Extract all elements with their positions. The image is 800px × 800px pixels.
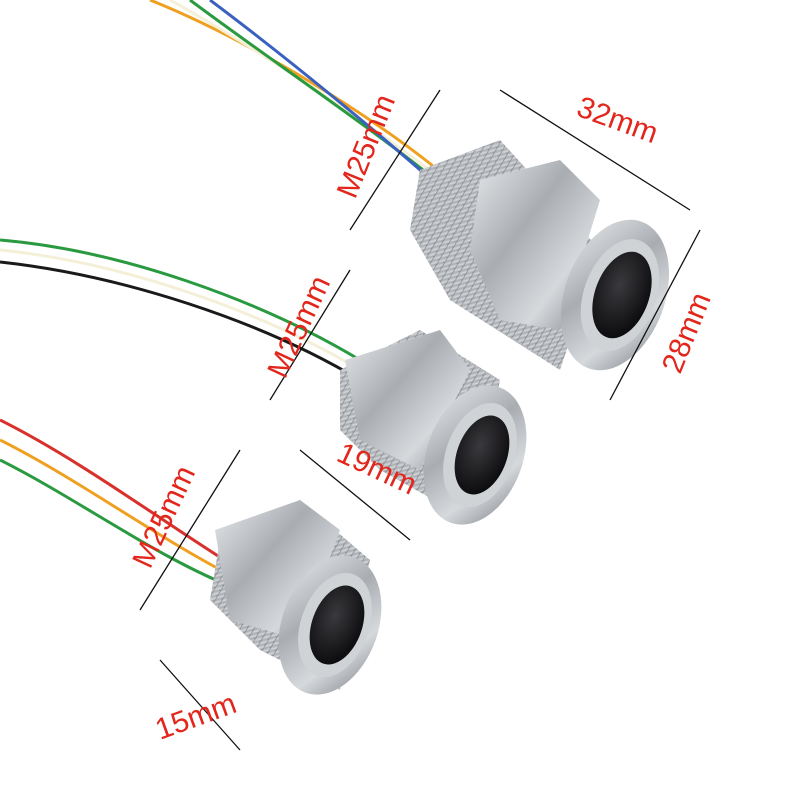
small-thread-label: M25mm — [126, 461, 202, 573]
large-length-label: 32mm — [573, 91, 663, 151]
dimension-lines — [139, 89, 701, 751]
sensor-face — [454, 415, 510, 495]
medium-thread-label: M25mm — [261, 271, 337, 383]
large-sensor — [410, 140, 670, 371]
wires — [0, 0, 467, 592]
medium-sensor — [340, 330, 527, 525]
small-sensor — [210, 500, 382, 695]
sensor-face — [592, 251, 652, 339]
small-length-label: 15mm — [151, 687, 241, 747]
sensor-face — [309, 585, 365, 665]
